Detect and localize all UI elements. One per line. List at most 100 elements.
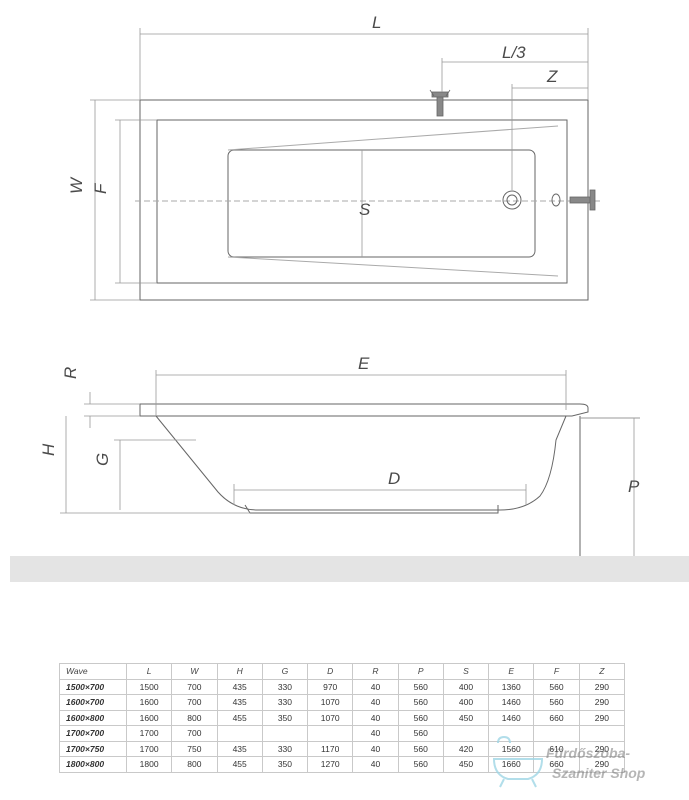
tub-basin: [227, 149, 536, 258]
dim-label-r: R: [61, 367, 80, 379]
dim-label-g: G: [93, 453, 112, 466]
watermark-line-1: Fürdőszoba-: [546, 745, 630, 761]
table-cell: 560: [397, 709, 444, 726]
table-cell: 40: [352, 740, 399, 757]
table-cell: 970: [307, 678, 354, 695]
table-cell: 40: [352, 678, 399, 695]
table-cell: 1170: [307, 740, 354, 757]
slope-line-top: [227, 125, 559, 151]
table-header-cell: R: [352, 663, 399, 680]
table-cell: 1660: [488, 756, 535, 773]
table-cell: 290: [578, 756, 626, 773]
table-cell: 560: [397, 740, 444, 757]
table-header-cell: E: [488, 663, 535, 680]
table-cell: 560: [397, 678, 444, 695]
table-cell: 560: [397, 725, 444, 742]
table-cell: 1600: [125, 694, 173, 711]
table-header-cell: F: [533, 663, 580, 680]
table-cell: 350: [261, 756, 309, 773]
dim-label-f: F: [91, 182, 110, 194]
table-cell: 700: [171, 678, 218, 695]
table-cell: 450: [442, 709, 490, 726]
dim-label-l3: L/3: [502, 43, 526, 62]
table-header-cell: S: [442, 663, 490, 680]
model-cell: 1600×800: [59, 709, 127, 726]
slope-line-bottom: [227, 256, 559, 277]
top-view: [135, 99, 600, 301]
side-dimension-lines: [60, 370, 635, 556]
dim-label-h: H: [39, 443, 58, 456]
table-cell: 290: [578, 678, 626, 695]
table-cell: 455: [216, 756, 263, 773]
table-cell: 40: [352, 725, 399, 742]
watermark: Fürdőszoba- Szaniter Shop: [488, 735, 688, 795]
table-cell: 290: [578, 694, 626, 711]
table-cell: [533, 725, 580, 742]
model-cell: 1800×800: [59, 756, 127, 773]
model-cell: 1700×750: [59, 740, 127, 757]
model-cell: 1600×700: [59, 694, 127, 711]
dim-label-s: S: [359, 200, 371, 219]
table-cell: 40: [352, 709, 399, 726]
bathtub-logo-icon: [492, 735, 544, 788]
table-header-cell: L: [125, 663, 173, 680]
table-cell: 330: [261, 694, 309, 711]
tub-body-profile: [155, 415, 567, 511]
table-cell: 660: [533, 709, 580, 726]
drain-outer: [502, 190, 522, 210]
table-cell: 660: [533, 756, 580, 773]
drain-inner: [506, 194, 518, 206]
floor: [10, 556, 689, 582]
tub-rim-profile: [139, 403, 589, 417]
table-cell: 455: [216, 709, 263, 726]
overflow-hole: [551, 193, 561, 207]
table-cell: 1460: [488, 694, 535, 711]
table-cell: 1460: [488, 709, 535, 726]
table-cell: 290: [578, 740, 626, 757]
table-cell: [261, 725, 309, 742]
table-cell: 1270: [307, 756, 354, 773]
table-header-cell: W: [171, 663, 218, 680]
dim-label-w: W: [67, 176, 86, 194]
table-cell: 1800: [125, 756, 173, 773]
table-header-cell: Z: [578, 663, 626, 680]
tub-base: [244, 504, 499, 514]
table-cell: 435: [216, 694, 263, 711]
table-cell: [307, 725, 354, 742]
table-cell: 290: [578, 709, 626, 726]
table-header-row: Wave L W H G D R P S E F Z: [59, 663, 626, 680]
side-view: [139, 403, 640, 556]
table-cell: 1700: [125, 740, 173, 757]
dim-label-p: P: [628, 477, 640, 496]
table-cell: 700: [171, 694, 218, 711]
table-cell: 420: [442, 740, 490, 757]
table-cell: 330: [261, 678, 309, 695]
table-cell: 435: [216, 740, 263, 757]
table-cell: 40: [352, 694, 399, 711]
table-cell: 1600: [125, 709, 173, 726]
table-header-cell: G: [261, 663, 309, 680]
table-cell: 560: [397, 756, 444, 773]
table-cell: 1070: [307, 709, 354, 726]
table-cell: 400: [442, 678, 490, 695]
table-cell: 450: [442, 756, 490, 773]
table-cell: 750: [171, 740, 218, 757]
tap-side-icon: [569, 189, 596, 211]
tap-top-icon: [429, 89, 451, 117]
table-cell: 560: [533, 694, 580, 711]
table-header-cell: D: [307, 663, 354, 680]
table-cell: [216, 725, 263, 742]
table-cell: [578, 725, 626, 742]
technical-drawing: L L/3 Z W F S E R H G D P: [10, 13, 689, 582]
watermark-line-2: Szaniter Shop: [552, 765, 646, 781]
table-cell: 1070: [307, 694, 354, 711]
table-header-cell: H: [216, 663, 263, 680]
top-dimension-lines: [90, 28, 589, 301]
table-cell: 400: [442, 694, 490, 711]
